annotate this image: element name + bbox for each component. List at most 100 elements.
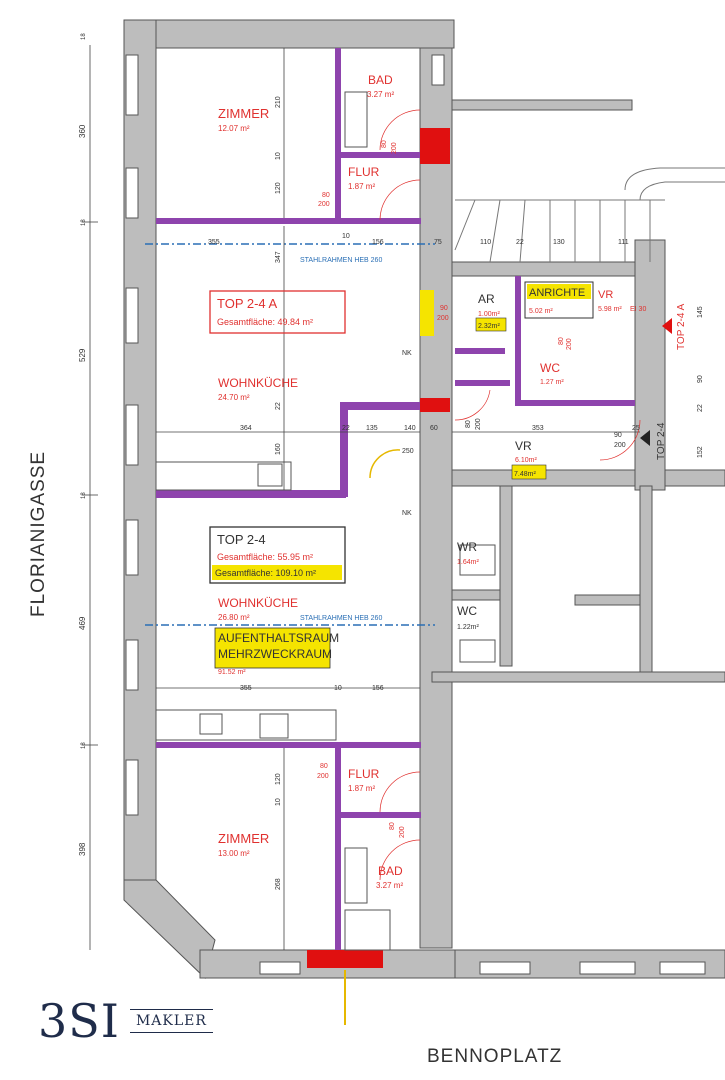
svg-text:360: 360	[78, 124, 87, 138]
wohnkueche-a-name: WOHNKÜCHE	[218, 376, 298, 390]
svg-text:364: 364	[240, 425, 252, 432]
logo-subtitle: MAKLER	[129, 1009, 213, 1033]
zimmer-bottom-area: 13.00 m²	[218, 849, 250, 858]
beam-label-mid: STAHLRAHMEN HEB 260	[300, 615, 382, 622]
svg-text:200: 200	[566, 338, 573, 350]
svg-text:469: 469	[78, 616, 87, 630]
svg-text:60: 60	[430, 425, 438, 432]
street-label-bennoplatz: BENNOPLATZ	[427, 1046, 563, 1067]
dimension-texts: 360 529 469 398 18 18 18 18 210 120 10 3…	[78, 33, 704, 890]
top24a-title: TOP 2-4 A	[217, 296, 278, 311]
top24-side-label: TOP 2-4	[656, 422, 667, 460]
vr-a-name: VR	[598, 289, 613, 301]
svg-text:355: 355	[208, 239, 220, 246]
vr-highlight	[511, 464, 547, 480]
area-highlight-aufenthalt	[214, 627, 331, 669]
vr-name: VR	[515, 439, 532, 453]
svg-text:80: 80	[322, 192, 330, 199]
windows	[125, 54, 706, 975]
svg-text:210: 210	[275, 96, 282, 108]
svg-text:18: 18	[81, 742, 87, 749]
vr-area: 6.10m²	[515, 457, 537, 464]
svg-text:18: 18	[81, 492, 87, 499]
svg-text:398: 398	[78, 842, 87, 856]
anrichte-box	[524, 281, 594, 319]
svg-text:200: 200	[318, 201, 330, 208]
svg-text:200: 200	[399, 826, 406, 838]
svg-text:25: 25	[632, 425, 640, 432]
anrichte-name: ANRICHTE	[529, 287, 585, 299]
svg-text:200: 200	[614, 442, 626, 449]
svg-text:200: 200	[317, 773, 329, 780]
svg-text:80: 80	[558, 337, 565, 345]
stairs	[454, 167, 725, 263]
bad-bottom-area: 3.27 m²	[376, 881, 403, 890]
svg-text:250: 250	[402, 448, 414, 455]
fire-door-top	[420, 128, 450, 164]
svg-text:200: 200	[475, 418, 482, 430]
unit-box-top24a	[209, 290, 346, 334]
svg-text:130: 130	[553, 239, 565, 246]
svg-text:18: 18	[81, 219, 87, 226]
fixtures	[344, 91, 496, 951]
svg-text:22: 22	[697, 404, 704, 412]
svg-text:22: 22	[516, 239, 524, 246]
flur-top-name: FLUR	[348, 165, 380, 179]
zimmer-top-area: 12.07 m²	[218, 124, 250, 133]
svg-text:353: 353	[532, 425, 544, 432]
aufenthalt-name1: AUFENTHALTSRAUM	[218, 631, 339, 645]
svg-text:80: 80	[389, 822, 396, 830]
kitchen-counters	[155, 461, 337, 741]
wohnkueche-a-area: 24.70 m²	[218, 393, 250, 402]
wc-name: WC	[457, 604, 477, 618]
wc-a-area: 1.27 m²	[540, 379, 564, 386]
svg-text:10: 10	[334, 685, 342, 692]
nk-label-1: NK	[402, 350, 412, 357]
svg-text:18: 18	[81, 33, 87, 40]
svg-text:120: 120	[275, 182, 282, 194]
logo-mark: 3SI	[38, 994, 120, 1048]
fire-door-mid	[420, 398, 450, 412]
svg-text:135: 135	[366, 425, 378, 432]
ar-area2: 2.32m²	[478, 323, 500, 330]
svg-text:152: 152	[697, 446, 704, 458]
svg-text:529: 529	[78, 348, 87, 362]
unit-box-top24	[209, 526, 346, 584]
svg-text:156: 156	[372, 685, 384, 692]
flur-bottom-area: 1.87 m²	[348, 784, 375, 793]
yellow-zone-ar	[420, 290, 434, 336]
top24-area-total: Gesamtfläche: 109.10 m²	[215, 568, 316, 578]
interior-walls	[156, 48, 635, 952]
dimension-lines	[82, 45, 640, 950]
beams	[145, 243, 435, 626]
ar-highlight	[475, 317, 507, 332]
ar-area: 1.00m²	[478, 311, 500, 318]
nk-label-2: NK	[402, 510, 412, 517]
svg-text:22: 22	[342, 425, 350, 432]
svg-text:110: 110	[480, 239, 491, 246]
anrichte-area: 5.02 m²	[529, 308, 553, 315]
street-label-florianigasse: FLORIANIGASSE	[28, 450, 49, 617]
zimmer-top-name: ZIMMER	[218, 106, 269, 121]
svg-text:90: 90	[697, 375, 704, 383]
svg-text:145: 145	[697, 306, 704, 318]
svg-text:200: 200	[437, 315, 449, 322]
top24a-side-label: TOP 2-4 A	[676, 303, 687, 350]
aufenthalt-name2: MEHRZWECKRAUM	[218, 647, 332, 661]
top24-title: TOP 2-4	[217, 532, 266, 547]
svg-text:200: 200	[391, 142, 398, 154]
ar-name: AR	[478, 292, 495, 306]
svg-text:90: 90	[614, 432, 622, 439]
svg-text:80: 80	[465, 420, 472, 428]
svg-text:355: 355	[240, 685, 252, 692]
top24-area: Gesamtfläche: 55.95 m²	[217, 552, 313, 562]
svg-text:80: 80	[381, 140, 388, 148]
flur-top-area: 1.87 m²	[348, 182, 375, 191]
svg-text:156: 156	[372, 239, 384, 246]
fire-door-bottom	[307, 950, 383, 968]
svg-text:10: 10	[275, 798, 282, 806]
svg-text:10: 10	[342, 233, 350, 240]
svg-text:268: 268	[275, 878, 282, 890]
zimmer-bottom-name: ZIMMER	[218, 831, 269, 846]
